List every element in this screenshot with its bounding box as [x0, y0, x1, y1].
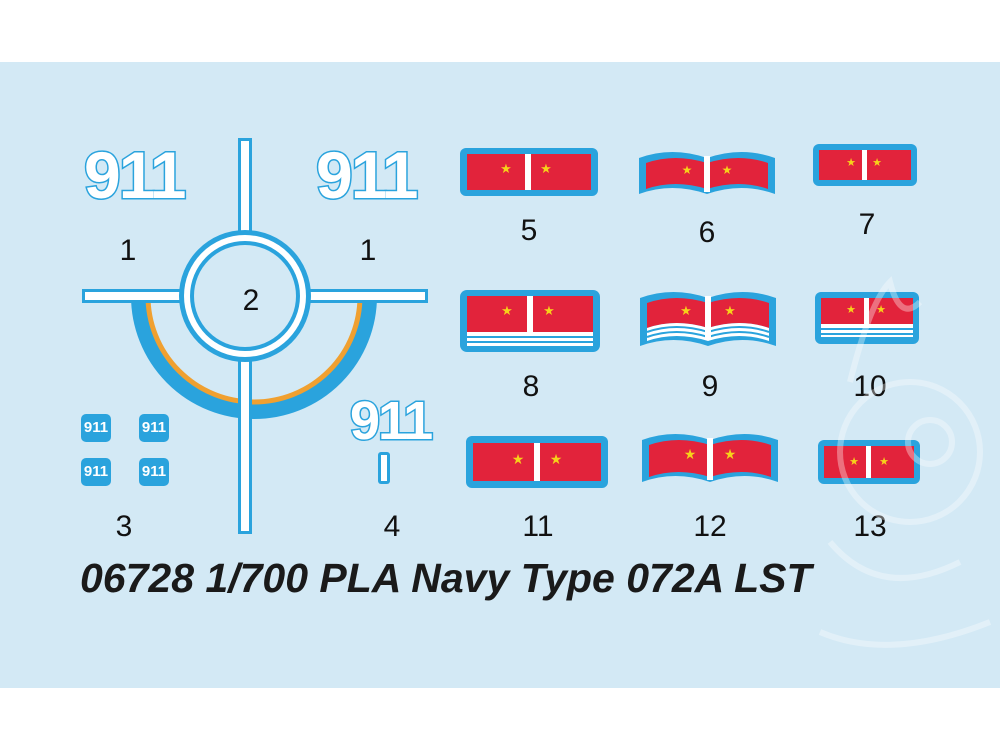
- decal-label-1-left: 1: [119, 234, 137, 267]
- small-hull-number-decal-3c: 911: [81, 458, 111, 486]
- small-hull-number-decal-3a: 911: [81, 414, 111, 442]
- hull-number-decal-1-right: 911: [314, 137, 420, 214]
- tick-mark-decal-4: [378, 452, 390, 484]
- svg-text:★: ★: [724, 304, 736, 319]
- decal-label-7: 7: [858, 208, 876, 241]
- decal-label-4: 4: [383, 510, 401, 543]
- decal-label-10: 10: [853, 370, 887, 403]
- svg-text:★: ★: [512, 452, 525, 468]
- helipad-marking-decal: [82, 138, 428, 534]
- svg-text:★: ★: [684, 447, 697, 463]
- flag-decal-10: ★ ★: [815, 292, 919, 344]
- svg-text:★: ★: [722, 163, 733, 177]
- svg-text:★: ★: [879, 455, 889, 468]
- svg-text:★: ★: [849, 455, 859, 468]
- decal-label-13: 13: [853, 510, 887, 543]
- flag-decal-13: ★ ★: [818, 440, 920, 484]
- flag-decal-12: ★ ★: [642, 434, 778, 482]
- small-hull-number-decal-3b: 911: [139, 414, 169, 442]
- svg-text:★: ★: [543, 304, 555, 319]
- sheet-title: 06728 1/700 PLA Navy Type 072A LST: [80, 555, 812, 601]
- flag-decal-8: ★ ★: [460, 290, 600, 352]
- decal-label-11: 11: [522, 510, 554, 543]
- decal-label-6: 6: [698, 216, 716, 249]
- svg-text:★: ★: [846, 303, 856, 316]
- svg-text:★: ★: [550, 452, 563, 468]
- svg-text:★: ★: [682, 163, 693, 177]
- hull-number-decal-4: 911: [348, 390, 434, 453]
- svg-text:★: ★: [846, 156, 856, 169]
- mascot-watermark: [818, 276, 992, 648]
- decal-label-2: 2: [242, 284, 260, 317]
- svg-text:★: ★: [540, 162, 552, 177]
- small-hull-number-decal-3d: 911: [139, 458, 169, 486]
- decal-label-3: 3: [115, 510, 133, 543]
- decal-label-9: 9: [701, 370, 719, 403]
- decal-label-8: 8: [522, 370, 540, 403]
- flag-decal-6: ★ ★: [639, 152, 775, 194]
- decal-label-5: 5: [520, 214, 538, 247]
- decal-label-1-right: 1: [359, 234, 377, 267]
- svg-text:★: ★: [500, 162, 512, 177]
- hull-number-decal-1-left: 911: [82, 137, 188, 214]
- decal-label-12: 12: [693, 510, 727, 543]
- flag-decal-9: ★ ★: [640, 292, 776, 346]
- flag-decal-7: ★ ★: [813, 144, 917, 186]
- decal-sheet: 911 1 911 1 2 911 911 911 911 3 911 4 ★ …: [0, 62, 1000, 688]
- flag-decal-5: ★ ★: [460, 148, 598, 196]
- svg-text:★: ★: [872, 156, 882, 169]
- svg-text:★: ★: [501, 304, 513, 319]
- flag-decal-11: ★ ★: [466, 436, 608, 488]
- svg-text:★: ★: [876, 303, 886, 316]
- svg-text:★: ★: [724, 447, 737, 463]
- svg-text:★: ★: [680, 304, 692, 319]
